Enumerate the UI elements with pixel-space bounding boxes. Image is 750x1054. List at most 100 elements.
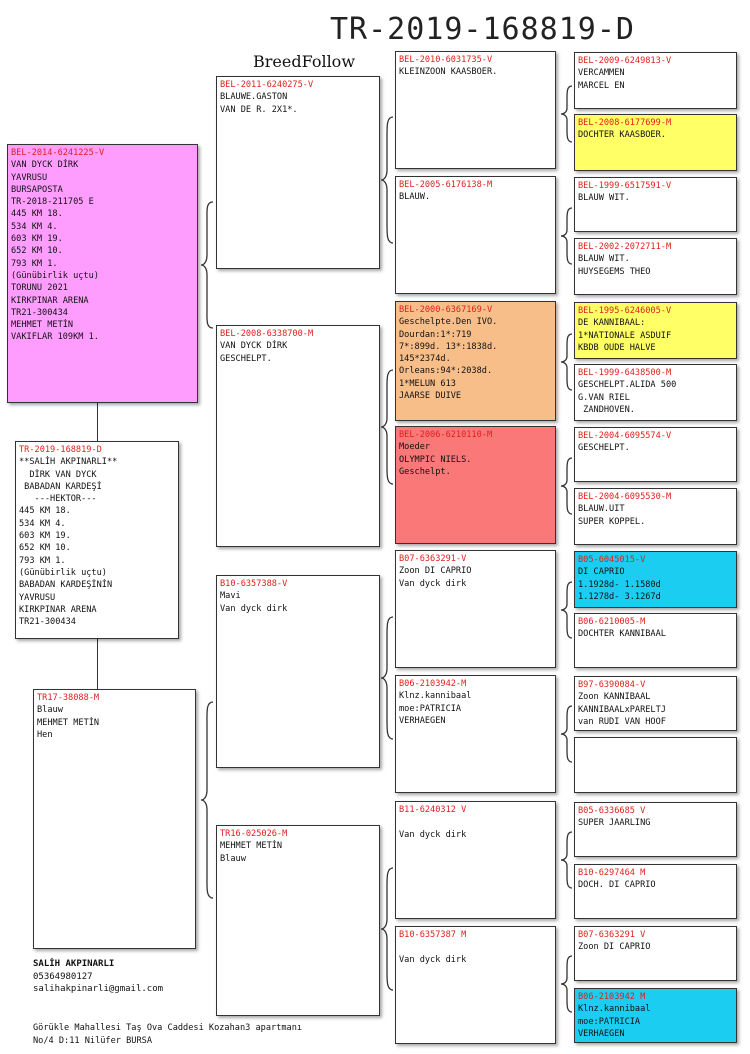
gen4-card[interactable]: BEL-2009-6249813-V VERCAMMEN MARCEL EN: [574, 52, 737, 109]
dam-card[interactable]: TR17-38088-M Blauw MEHMET METİN Hen: [33, 689, 196, 949]
gen3-card[interactable]: B07-6363291-V Zoon DI CAPRIO Van dyck di…: [395, 550, 556, 668]
card-text: Van dyck dirk: [399, 954, 467, 965]
brace-connector: [560, 581, 573, 639]
brace-connector: [560, 457, 573, 515]
gen2-card[interactable]: BEL-2011-6240275-V BLAUWE.GASTON VAN DE …: [216, 76, 380, 269]
brace-connector: [380, 369, 394, 485]
card-text: VAN DYCK DİRK GESCHELPT.: [220, 341, 288, 364]
card-text: Blauw MEHMET METİN Hen: [37, 705, 100, 740]
brace-connector: [560, 207, 573, 265]
gen4-card[interactable]: B05-6045015-V DI CAPRIO 1.1928d- 1.1580d…: [574, 551, 737, 608]
card-text: BLAUW WIT. HUYSEGEMS THEO: [578, 254, 651, 277]
card-text: Zoon DI CAPRIO: [578, 942, 651, 953]
ring-number: B05-6045015-V: [578, 555, 646, 565]
ring-number: B10-6357387 M: [399, 930, 467, 940]
ring-number: B07-6363291-V: [399, 554, 467, 564]
brace-connector: [560, 955, 573, 1013]
owner-name: SALİH AKPINARLI: [33, 959, 115, 969]
brace-connector: [380, 616, 394, 740]
ring-number: TR17-38088-M: [37, 693, 100, 703]
gen2-card[interactable]: B10-6357388-V Mavi Van dyck dirk: [216, 575, 380, 768]
card-text: Geschelpte.Den IVO. Dourdan:1*:719 7*:89…: [399, 317, 498, 402]
gen3-card[interactable]: B11-6240312 V Van dyck dirk: [395, 801, 556, 919]
gen4-card[interactable]: B10-6297464 M DOCH. DI CAPRIO: [574, 864, 737, 919]
card-text: GESCHELPT.ALIDA 500 G.VAN RIEL ZANDHOVEN…: [578, 380, 677, 415]
brace-connector: [560, 705, 573, 763]
card-text: BLAUW.: [399, 192, 431, 203]
gen4-card[interactable]: BEL-2008-6177699-M DOCHTER KAASBOER.: [574, 114, 737, 171]
gen4-card[interactable]: B05-6336685 V SUPER JAARLING: [574, 802, 737, 857]
ring-number: BEL-2004-6095530-M: [578, 492, 672, 502]
connector-line: [97, 639, 98, 689]
brace-connector: [560, 831, 573, 889]
brand-name: BreedFollow: [253, 52, 356, 71]
ring-number: BEL-2000-6367169-V: [399, 305, 493, 315]
ring-number: B06-2103942-M: [399, 679, 467, 689]
brace-connector: [200, 201, 214, 329]
card-text: BLAUW WIT.: [578, 193, 630, 204]
gen3-card[interactable]: BEL-2005-6176138-M BLAUW.: [395, 176, 556, 294]
connector-line: [97, 403, 98, 441]
ring-number: B11-6240312 V: [399, 805, 467, 815]
card-text: DOCHTER KAASBOER.: [578, 130, 666, 141]
gen2-card[interactable]: TR16-025026-M MEHMET METİN Blauw: [216, 825, 380, 1016]
gen4-card[interactable]: B06-2103942 M Klnz.kannibaal moe:PATRICI…: [574, 988, 737, 1043]
ring-number: B10-6357388-V: [220, 579, 288, 589]
ring-number: BEL-2014-6241225-V: [11, 148, 105, 158]
sire-card[interactable]: BEL-2014-6241225-V VAN DYCK DİRK YAVRUSU…: [7, 144, 198, 403]
card-text: Mavi Van dyck dirk: [220, 591, 288, 614]
gen4-card[interactable]: BEL-2004-6095574-V GESCHELPT.: [574, 427, 737, 482]
card-text: DE KANNIBAAL: 1*NATIONALE ASDUIF KBDB OU…: [578, 318, 672, 353]
card-text: BLAUWE.GASTON VAN DE R. 2X1*.: [220, 92, 298, 115]
ring-number: B07-6363291 V: [578, 930, 646, 940]
ring-number: B10-6297464 M: [578, 868, 646, 878]
ring-number: BEL-2005-6176138-M: [399, 180, 493, 190]
ring-number: BEL-2009-6249813-V: [578, 56, 672, 66]
pedigree-title: TR-2019-168819-D: [330, 12, 635, 47]
card-text: Moeder OLYMPIC NIELS. Geschelpt.: [399, 442, 472, 477]
card-text: KLEINZOON KAASBOER.: [399, 67, 498, 78]
gen4-card[interactable]: BEL-2004-6095530-M BLAUW.UIT SUPER KOPPE…: [574, 488, 737, 545]
gen3-card[interactable]: B06-2103942-M Klnz.kannibaal moe:PATRICI…: [395, 675, 556, 793]
ring-number: BEL-2010-6031735-V: [399, 55, 493, 65]
card-text: Zoon KANNIBAAL KANNIBAALxPARELTJ van RUD…: [578, 692, 666, 727]
ring-number: BEL-2006-6210110-M: [399, 430, 493, 440]
ring-number: TR-2019-168819-D: [19, 445, 102, 455]
ring-number: B05-6336685 V: [578, 806, 646, 816]
card-text: BLAUW.UIT SUPER KOPPEL.: [578, 504, 646, 527]
brace-connector: [560, 85, 573, 143]
ring-number: BEL-2008-6177699-M: [578, 118, 672, 128]
gen4-card[interactable]: B06-6210005-M DOCHTER KANNIBAAL: [574, 613, 737, 668]
gen3-card[interactable]: BEL-2010-6031735-V KLEINZOON KAASBOER.: [395, 51, 556, 169]
card-text: Van dyck dirk: [399, 829, 467, 840]
gen4-card[interactable]: B07-6363291 V Zoon DI CAPRIO: [574, 926, 737, 981]
brace-connector: [380, 116, 394, 244]
gen4-card[interactable]: [574, 737, 737, 793]
ring-number: BEL-2008-6338700-M: [220, 329, 314, 339]
card-text: VAN DYCK DİRK YAVRUSU BURSAPOSTA TR-2018…: [11, 160, 99, 343]
subject-card[interactable]: TR-2019-168819-D **SALİH AKPINARLI** DİR…: [15, 441, 179, 639]
owner-email[interactable]: salihakpinarli@gmail.com: [33, 984, 164, 994]
ring-number: BEL-2004-6095574-V: [578, 431, 672, 441]
gen3-card[interactable]: BEL-2000-6367169-V Geschelpte.Den IVO. D…: [395, 301, 556, 421]
card-text: VERCAMMEN MARCEL EN: [578, 68, 625, 91]
gen3-card[interactable]: B10-6357387 M Van dyck dirk: [395, 926, 556, 1044]
gen4-card[interactable]: BEL-2002-2072711-M BLAUW WIT. HUYSEGEMS …: [574, 238, 737, 295]
gen4-card[interactable]: BEL-1995-6246005-V DE KANNIBAAL: 1*NATIO…: [574, 302, 737, 359]
ring-number: BEL-2002-2072711-M: [578, 242, 672, 252]
ring-number: B06-2103942 M: [578, 992, 646, 1002]
gen4-card[interactable]: BEL-1999-6438500-M GESCHELPT.ALIDA 500 G…: [574, 364, 737, 421]
ring-number: TR16-025026-M: [220, 829, 288, 839]
ring-number: BEL-1999-6517591-V: [578, 181, 672, 191]
brace-connector: [200, 701, 214, 899]
gen4-card[interactable]: B97-6390084-V Zoon KANNIBAAL KANNIBAALxP…: [574, 676, 737, 731]
card-text: DOCH. DI CAPRIO: [578, 880, 656, 891]
card-text: SUPER JAARLING: [578, 818, 651, 829]
ring-number: BEL-1995-6246005-V: [578, 306, 672, 316]
gen4-card[interactable]: BEL-1999-6517591-V BLAUW WIT.: [574, 177, 737, 232]
gen2-card[interactable]: BEL-2008-6338700-M VAN DYCK DİRK GESCHEL…: [216, 325, 380, 547]
card-text: Klnz.kannibaal moe:PATRICIA VERHAEGEN: [399, 691, 472, 726]
gen3-card[interactable]: BEL-2006-6210110-M Moeder OLYMPIC NIELS.…: [395, 426, 556, 544]
owner-phone: 05364980127: [33, 971, 93, 982]
card-text: Klnz.kannibaal moe:PATRICIA VERHAEGEN: [578, 1004, 651, 1039]
